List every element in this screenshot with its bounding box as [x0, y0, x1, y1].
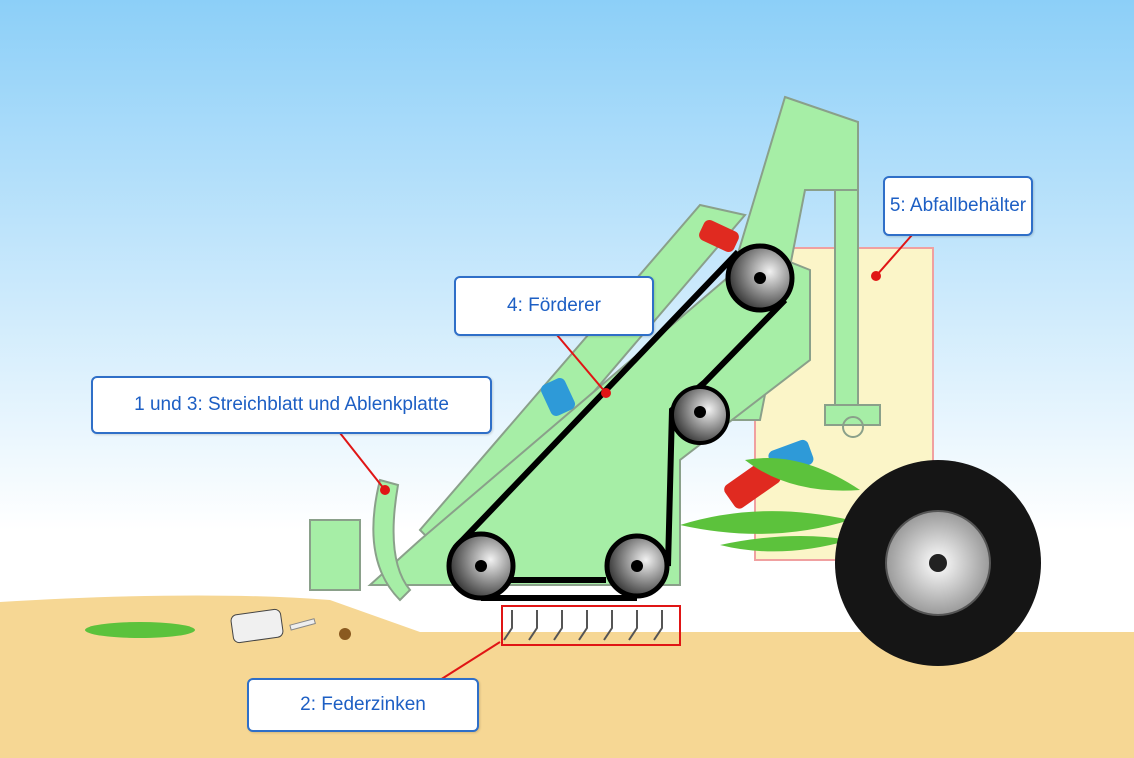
label-federzinken: 2: Federzinken — [247, 678, 479, 732]
label-abfallbehaelter: 5: Abfallbehälter — [883, 176, 1033, 236]
cup — [230, 608, 284, 644]
wheel — [835, 460, 1041, 666]
label-streichblatt: 1 und 3: Streichblatt und Ablenkplatte — [91, 376, 492, 434]
spring-tines — [503, 610, 663, 641]
debris — [85, 219, 860, 644]
conveyor — [446, 243, 795, 641]
federzinken-highlight — [501, 605, 681, 646]
can — [541, 378, 575, 416]
pointer-dots — [380, 271, 881, 495]
leaf — [85, 622, 195, 638]
pointer-lines — [339, 234, 913, 681]
conveyor-belt — [452, 249, 788, 601]
label-foerderer: 4: Förderer — [454, 276, 654, 336]
machine-frame — [309, 95, 934, 602]
can — [699, 219, 739, 253]
